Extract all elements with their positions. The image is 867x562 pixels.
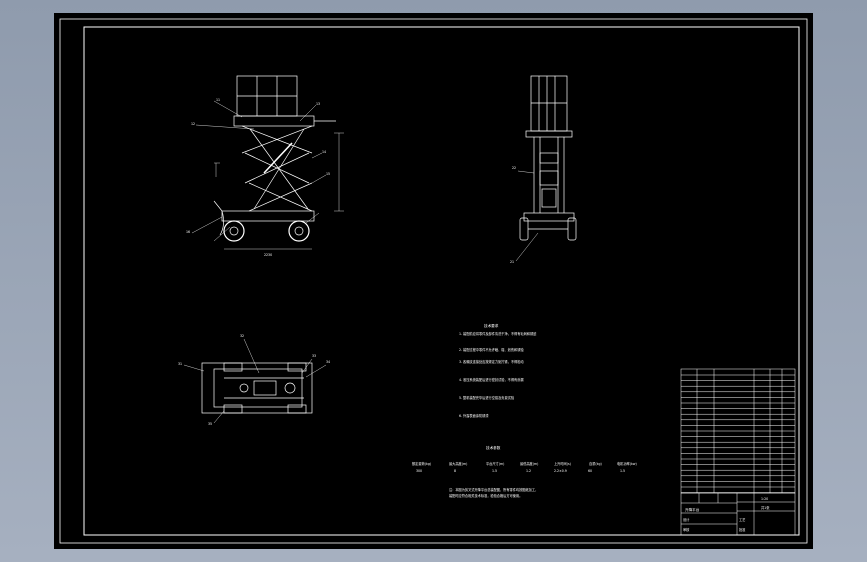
svg-text:2230: 2230 [264,253,272,257]
svg-text:33: 33 [312,354,316,358]
drawing-sheet: 共1张 [761,505,770,510]
front-view: 11 12 13 14 15 16 2230 [186,75,344,257]
svg-text:12: 12 [191,122,195,126]
title-block-label: 审核 [683,527,690,532]
tech-param-value: 1.5 [620,469,625,473]
assembly-drawing: 11 12 13 14 15 16 2230 [59,18,808,544]
svg-text:15: 15 [326,172,330,176]
top-view: 31 32 33 34 35 [178,334,330,426]
title-block-label: 工艺 [739,517,745,522]
tech-param-value: 8 [454,469,456,473]
tech-param-value: 300 [416,469,422,473]
tech-param-value: 1.2 [526,469,531,473]
tech-param-header: 自重(kg) [589,461,602,466]
tech-requirements-title: 技术要求 [484,323,499,328]
title-block [680,492,796,536]
tech-param-header: 最低高度(m) [520,461,538,466]
svg-text:14: 14 [322,150,326,154]
svg-text:35: 35 [208,422,212,426]
svg-text:32: 32 [240,334,244,338]
svg-text:13: 13 [316,102,320,106]
tech-param-header: 平台尺寸(m) [486,461,504,466]
tech-requirement-line: 4. 液压系统装配后进行密封试验，不得有渗漏 [459,377,524,382]
drawing-name: 升降平台 [685,507,700,512]
svg-text:34: 34 [326,360,330,364]
note-line: 注：本图为剪叉式升降平台总装配图，所有零件均按图纸加工， [449,487,538,492]
drawing-scale: 1:20 [761,497,768,501]
title-block-label: 批准 [739,527,746,532]
tech-param-header: 额定载荷(kg) [412,461,431,466]
title-block-label: 设计 [683,517,690,522]
tech-param-header: 上升时间(s) [554,461,571,466]
tech-param-value: 2.2×0.9 [554,469,567,473]
note-line: 装配时应符合相关技术标准，检验合格后方可使用。 [449,493,522,498]
tech-params-title: 技术参数 [486,445,501,450]
tech-requirements: 技术要求 1. 装配前应将零件及部件清洗干净，不得有毛刺和锈迹 2. 装配过程中… [459,323,537,418]
tech-param-value: 60 [588,469,592,473]
tech-parameters: 技术参数 额定载荷(kg) 最大高度(m) 平台尺寸(m) 最低高度(m) 上升… [412,445,637,498]
sheet-inner-border [83,26,800,536]
tech-requirement-line: 2. 装配过程中零件不允许磕、碰、划伤和锈蚀 [459,347,524,352]
svg-text:22: 22 [512,166,516,170]
svg-text:21: 21 [510,260,514,264]
tech-param-value: 1.5 [492,469,497,473]
sheet-outer-border [59,18,808,544]
tech-requirement-line: 3. 各螺纹连接处应按规定力矩拧紧，不得松动 [459,359,524,364]
tech-requirement-line: 5. 整机装配完毕后进行空载及负载试验 [459,395,515,400]
tech-param-header: 电机功率(kw) [617,461,637,466]
svg-text:11: 11 [216,98,220,102]
tech-param-header: 最大高度(m) [449,461,467,466]
cad-viewport[interactable]: 11 12 13 14 15 16 2230 [54,13,813,549]
side-view: 21 22 [510,75,577,264]
svg-text:16: 16 [186,230,190,234]
tech-requirement-line: 6. 外露表面涂防锈漆 [459,413,489,418]
svg-text:31: 31 [178,362,182,366]
tech-requirement-line: 1. 装配前应将零件及部件清洗干净，不得有毛刺和锈迹 [459,331,537,336]
bom-table [680,368,796,494]
